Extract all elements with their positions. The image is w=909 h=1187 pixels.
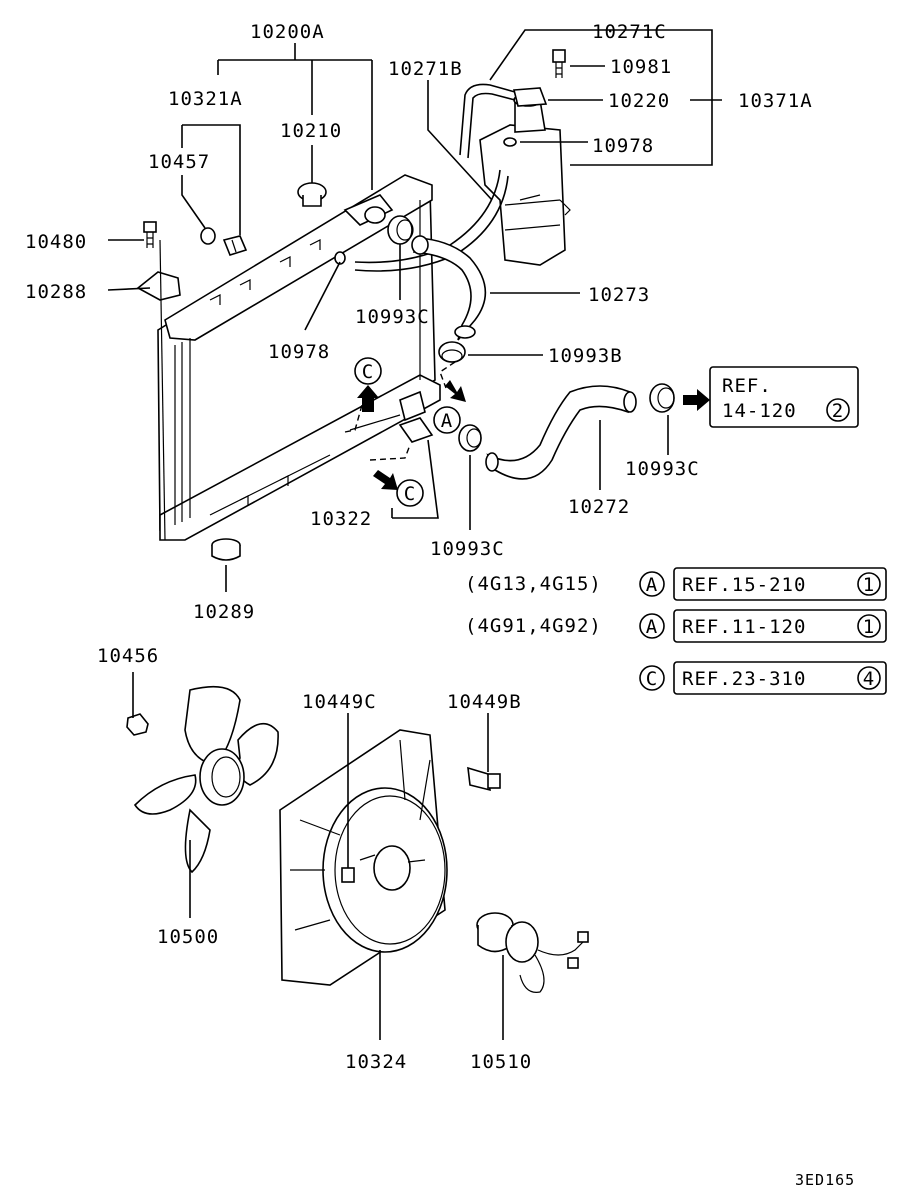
ref-box-fan[interactable]: REF. 14-120 2 <box>709 366 859 428</box>
hose-clamp-10993b <box>438 341 466 363</box>
hose-clamp-10993c-right <box>649 383 675 413</box>
thermo-switch <box>398 417 434 443</box>
engine1-marker: A <box>646 574 658 596</box>
label-10500: 10500 <box>157 926 219 948</box>
bracket-10288 <box>136 271 181 301</box>
label-10322: 10322 <box>310 508 372 530</box>
o-ring <box>200 227 216 245</box>
ref-box-engine2-text: REF.11-120 <box>682 616 806 638</box>
label-10271b: 10271B <box>388 58 463 80</box>
fan-motor <box>476 912 589 993</box>
ref-row-engine2: (4G91,4G92) A REF.11-120 1 <box>465 609 887 643</box>
label-10993b: 10993B <box>548 345 623 367</box>
marker-c-top: C <box>354 357 382 385</box>
label-10273: 10273 <box>588 284 650 306</box>
ref-box-fan-line1: REF. <box>722 375 772 397</box>
plug-10981 <box>552 49 566 78</box>
label-10993c-lower: 10993C <box>430 538 505 560</box>
direction-arrows <box>357 380 710 490</box>
radiator <box>157 174 441 541</box>
label-10981: 10981 <box>610 56 672 78</box>
label-10321a: 10321A <box>168 88 243 110</box>
reservoir-tank <box>479 93 571 266</box>
radiator-cap <box>297 182 327 207</box>
ref-box-c[interactable]: REF.23-310 4 <box>673 661 887 695</box>
ref-box-engine2[interactable]: REF.11-120 1 <box>673 609 887 643</box>
ref-box-fan-num: 2 <box>832 400 844 422</box>
leader-lines <box>107 29 722 1040</box>
engine1-label: (4G13,4G15) <box>465 573 602 595</box>
label-10993c-right: 10993C <box>625 458 700 480</box>
marker-a-hose: A <box>433 406 461 434</box>
ref-box-engine1[interactable]: REF.15-210 1 <box>673 567 887 601</box>
engine2-marker: A <box>646 616 658 638</box>
lower-radiator-hose <box>485 385 637 480</box>
label-10449b: 10449B <box>447 691 522 713</box>
part-labels: 10200A 10321A 10210 10457 10480 10288 10… <box>25 21 813 1073</box>
screw-10449c <box>341 867 355 883</box>
bolt-10449b <box>467 766 501 792</box>
grommet-10978 <box>334 251 346 265</box>
ref-box-engine2-num: 1 <box>863 616 875 638</box>
ref-box-engine1-num: 1 <box>863 574 875 596</box>
ref-box-c-text: REF.23-310 <box>682 668 806 690</box>
fan-nut-10456 <box>126 713 149 736</box>
marker-a-hose-text: A <box>441 410 453 432</box>
hose-clamp-10993c-lower <box>458 424 482 452</box>
hose-clamp-10993c-upper <box>387 215 414 245</box>
bolt-10480 <box>143 221 157 248</box>
ref-box-c-num: 4 <box>863 668 875 690</box>
label-10449c: 10449C <box>302 691 377 713</box>
marker-c-bottom-text: C <box>404 483 416 505</box>
label-10978-radiator: 10978 <box>268 341 330 363</box>
reservoir-cap <box>512 87 548 107</box>
fan-shroud <box>279 729 448 986</box>
ref-row-engine1: (4G13,4G15) A REF.15-210 1 <box>465 567 887 601</box>
label-10371a: 10371A <box>738 90 813 112</box>
label-10510: 10510 <box>470 1051 532 1073</box>
engine2-label: (4G91,4G92) <box>465 615 602 637</box>
label-10324: 10324 <box>345 1051 407 1073</box>
label-10288: 10288 <box>25 281 87 303</box>
label-10457: 10457 <box>148 151 210 173</box>
ref-row-c: C REF.23-310 4 <box>639 661 887 695</box>
label-10210: 10210 <box>280 120 342 142</box>
c-marker: C <box>646 668 658 690</box>
fan-blade <box>133 685 279 874</box>
label-10271c: 10271C <box>592 21 667 43</box>
label-10456: 10456 <box>97 645 159 667</box>
label-10993c-upper: 10993C <box>355 306 430 328</box>
upper-radiator-hose <box>411 235 487 341</box>
grommet-10978-reservoir <box>503 137 517 147</box>
label-10220: 10220 <box>608 90 670 112</box>
ref-box-engine1-text: REF.15-210 <box>682 574 806 596</box>
drawing-code: 3ED165 <box>795 1171 855 1187</box>
label-10978-reservoir: 10978 <box>592 135 654 157</box>
marker-c-bottom: C <box>396 479 424 507</box>
overflow-hose <box>459 83 516 156</box>
label-10272: 10272 <box>568 496 630 518</box>
label-10289: 10289 <box>193 601 255 623</box>
marker-c-top-text: C <box>362 361 374 383</box>
drain-plug <box>222 235 248 256</box>
ref-box-fan-line2: 14-120 <box>722 400 797 422</box>
label-10480: 10480 <box>25 231 87 253</box>
radiator-mount-10289 <box>211 538 241 561</box>
label-10200a: 10200A <box>250 21 325 43</box>
